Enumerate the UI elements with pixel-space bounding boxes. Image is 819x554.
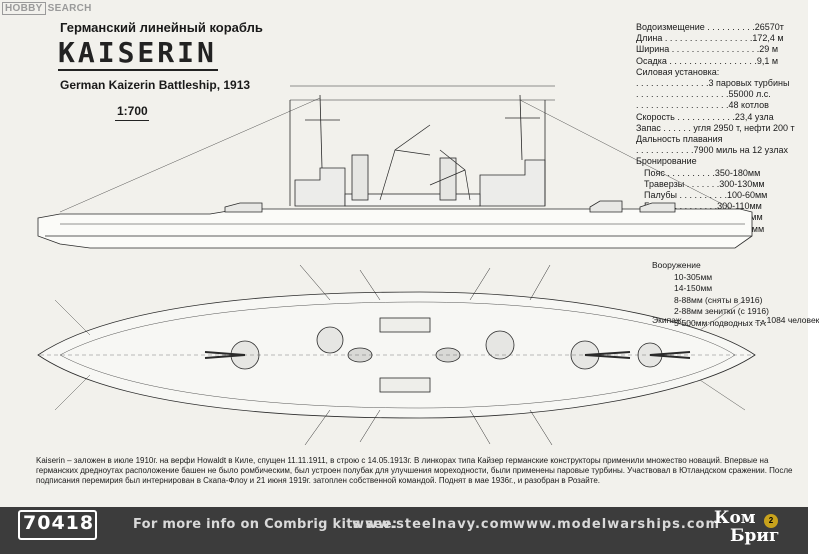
spec-armor-title: Бронирование [636,156,697,167]
spec-decks: Палубы . . . . . . . . . .100-60мм [644,190,768,201]
brand-badge: 2 [764,514,778,528]
spec-draft: Осадка . . . . . . . . . . . . . . . . .… [636,55,779,66]
turret-b-plan [316,326,344,354]
link-modelwarships[interactable]: www.modelwarships.com [513,517,720,532]
brand-line-2: Бриг [730,526,780,546]
spec-speed: Скорость . . . . . . . . . . . .23,4 узл… [636,111,774,122]
spec-length: Длина . . . . . . . . . . . . . . . . . … [636,33,784,44]
spec-beam: Ширина . . . . . . . . . . . . . . . . .… [636,44,779,55]
crane-aft [429,149,471,201]
funnel-aft [439,157,457,201]
antenna-wires [290,85,555,101]
watermark-logo: HOBBY [2,2,46,15]
spec-traverses: Траверзы . . . . . . .300-130мм [644,178,765,189]
forward-superstructure [294,167,346,207]
boats-starboard [379,377,431,393]
crane-fore [379,124,431,201]
spec-power-turbines: . . . . . . . . . . . . . . .3 паровых т… [636,78,790,89]
side-profile [37,85,753,249]
armament-88mm: 8-88мм (сняты в 1916) [674,294,763,305]
armament-secondary: 14-150мм [674,283,713,293]
hull-profile [37,208,753,249]
turret-a [224,202,263,213]
spec-displacement: Водоизмещение . . . . . . . . . .26570т [636,22,784,32]
link-steelnavy[interactable]: www.steelnavy.com [352,517,515,532]
footer-bar [0,507,808,554]
foremast [319,94,323,169]
ship-name: KAISERIN [58,36,217,69]
combrig-logo: Ком Бриг 2 [706,508,802,552]
description-line-2: германских дредноутах расположение башен… [36,466,793,476]
boat-booms [299,264,553,446]
turret-d [589,200,623,213]
spec-power-title: Силовая установка: [636,66,720,77]
plan-view [37,264,756,446]
armament-main: 10-305мм [674,271,713,282]
title-english: German Kaizerin Battleship, 1913 [60,78,251,92]
brand-line-1: Ком [714,508,756,528]
spec-range-title: Дальность плавания [636,134,723,145]
spec-range: . . . . . . . . . . . .7900 миль на 12 у… [636,145,788,156]
scale-label: 1:700 [117,104,148,118]
boats-port [379,317,431,333]
spec-fuel: Запас . . . . . . угля 2950 т, нефти 200… [636,122,795,133]
title-underline [58,69,218,71]
watermark-text: SEARCH [47,3,92,14]
spec-belt: Пояс . . . . . . . . . .350-180мм [644,167,761,178]
description-line-3: подписания перемирия был интернирован в … [36,476,601,486]
armament-aa: 2-88мм зенитки (с 1916) [674,306,769,316]
spec-power-hp: . . . . . . . . . . . . . . . . . . .550… [636,89,771,100]
spec-turrets: Башни . . . . . . . . .300-110мм [644,201,762,212]
bow-lines [54,299,746,411]
kit-code: 70418 [23,512,95,534]
kit-code-box [18,510,97,540]
aft-superstructure [479,159,546,207]
turret-c-plan [485,330,515,360]
spec-power-boilers: . . . . . . . . . . . . . . . . . . .48 … [636,100,769,111]
title-russian: Германский линейный корабль [60,20,263,35]
more-info-text: For more info on Combrig kits see: [133,517,398,532]
armament-title: Вооружение [652,260,701,270]
funnel-fore [351,154,369,201]
mainmast [519,94,523,161]
armament: Вооружение 10-305мм 14-150мм 8-88мм (сня… [652,260,808,329]
armament-torpedo: 5-500мм подводных ТА [674,317,766,328]
history-description: Kaiserin – заложен в июле 1910г. на верф… [36,456,796,487]
description-line-1: Kaiserin – заложен в июле 1910г. на верф… [36,456,769,465]
turret-e [639,202,676,213]
scale-underline [115,120,149,121]
stay-fore [59,97,321,213]
stay-aft [519,99,731,209]
crew: Экипаж . . . . . . . . . . . . . . . . .… [652,315,819,325]
